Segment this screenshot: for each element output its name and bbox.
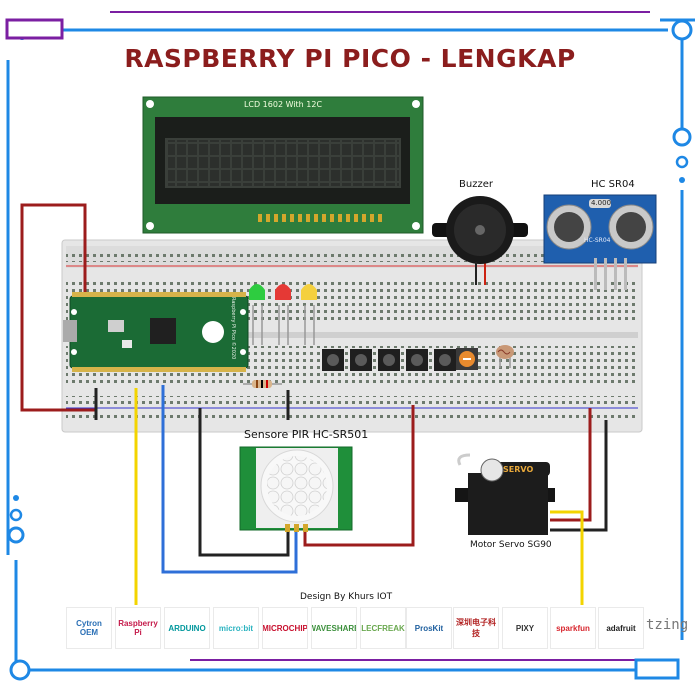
pir-sensor: [239, 446, 353, 532]
sponsor-name: ARDUINO: [168, 623, 206, 633]
resistor: [243, 380, 282, 388]
wire-black-pir: [198, 408, 290, 557]
ultrasonic-model: HC-SR04: [584, 237, 611, 244]
wire-red-left: [20, 203, 96, 412]
sponsor-name: Cytron OEM: [76, 619, 102, 637]
sponsor-logo: PIXY: [502, 607, 548, 649]
sponsor-name: micro:bit: [218, 623, 254, 633]
pico-silkscreen: Raspberry Pi Pico ©2020: [230, 297, 236, 360]
sponsor-logo: sparkfun: [550, 607, 596, 649]
wire-black-servo: [550, 420, 608, 532]
watermark: tzing: [646, 617, 689, 633]
lcd-label: LCD 1602 With 12C: [243, 100, 323, 109]
credit-text: Design By Khurs IOT: [300, 592, 393, 602]
buzzer: [432, 196, 528, 285]
buzzer-label: Buzzer: [459, 179, 493, 190]
sponsor-name: adafruit: [606, 623, 636, 633]
sponsor-logo: Cytron OEM: [66, 607, 112, 649]
sponsor-logo: ELECFREAKS: [360, 607, 406, 649]
sponsor-logo: MICROCHIP: [262, 607, 308, 649]
wire-blue-pico: [161, 385, 298, 574]
ultrasonic-sensor: [543, 194, 657, 290]
ultrasonic-display: 4.000: [591, 199, 612, 207]
sponsor-logo: 深圳电子科技: [453, 607, 499, 649]
pir-label: Sensore PIR HC-SR501: [244, 428, 369, 441]
leds: [249, 284, 317, 345]
sponsor-name: WAVESHARE: [311, 623, 357, 633]
wire-yellow-servo: [550, 510, 584, 605]
pico-board: [63, 292, 249, 372]
servo-motor: [455, 453, 555, 535]
lcd-module: [142, 96, 424, 234]
sponsor-name: 深圳电子科技: [456, 618, 496, 638]
sponsor-logo: ARDUINO: [164, 607, 210, 649]
sponsor-logo: micro:bit: [213, 607, 259, 649]
page-title: RASPBERRY PI PICO - LENGKAP: [124, 44, 576, 73]
servo-label: Motor Servo SG90: [470, 540, 552, 550]
sponsor-name: ELECFREAKS: [361, 623, 405, 633]
wires: [20, 203, 608, 605]
sponsor-name: MICROCHIP: [262, 623, 308, 633]
push-buttons: [322, 349, 456, 371]
sponsor-logo: Raspberry Pi: [115, 607, 161, 649]
sponsor-logo: WAVESHARE: [311, 607, 357, 649]
sponsor-name: PIXY: [515, 623, 535, 633]
sponsor-name: sparkfun: [556, 623, 590, 633]
wire-red-pir: [303, 405, 415, 547]
potentiometer: [456, 348, 478, 370]
servo-brand-text: SERVO: [503, 465, 534, 474]
light-sensor: [496, 345, 514, 368]
ultrasonic-label: HC SR04: [591, 179, 635, 190]
sponsor-name: ProsKit: [414, 623, 444, 633]
decorative-frame: [5, 11, 695, 681]
sponsor-name: Raspberry Pi: [118, 619, 158, 637]
wire-red-servo: [550, 408, 592, 522]
sponsor-logo: ProsKit: [406, 607, 452, 649]
sponsor-logo: adafruit: [598, 607, 644, 649]
